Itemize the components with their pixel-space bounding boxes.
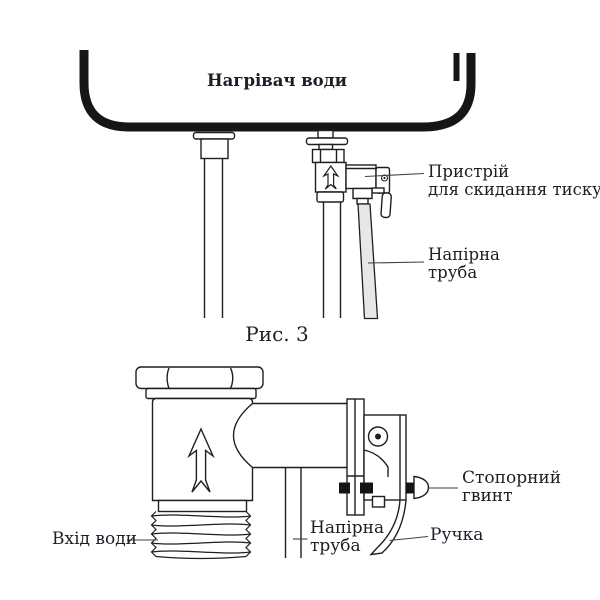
relief-valve-assembly <box>305 129 392 320</box>
bracket-tab <box>371 495 386 508</box>
leader-relief-device <box>364 172 425 178</box>
figure-caption: Рис. 3 <box>245 322 309 346</box>
screw-shaft-segment <box>360 482 373 494</box>
leader-pressure-pipe-top <box>367 261 425 264</box>
thread-bottom <box>155 555 247 560</box>
valve-detail-figure <box>135 366 430 560</box>
pressure-pipe-top-line1: Напірна <box>428 245 500 264</box>
stop-screw-label-line2: гвинт <box>462 486 513 506</box>
stop-screw-label-line1: Стопорний <box>462 468 562 488</box>
relief-device-label: Пристрій для скидання тиску <box>428 163 600 199</box>
hex-facet-lines <box>319 149 338 163</box>
flow-arrow-icon <box>322 164 340 190</box>
flange-detail-lines <box>347 399 364 515</box>
valve-neck-lower <box>318 143 334 151</box>
valve-flange <box>305 137 349 146</box>
relief-lever <box>380 192 392 219</box>
male-thread <box>150 511 252 560</box>
relief-device-label-line1: Пристрій <box>428 162 510 181</box>
drain-fitting-lower <box>356 197 369 205</box>
pressure-pipe-label-bottom: Напірна труба <box>310 518 385 556</box>
outlet-coupling-nut <box>316 191 345 203</box>
lever-connector <box>371 187 385 194</box>
water-inlet-label: Вхід води <box>52 529 137 549</box>
handle-label: Ручка <box>430 525 484 545</box>
hex-nut-top <box>135 366 264 390</box>
flow-arrow-large-icon <box>187 427 215 493</box>
outlet-pipe-fill <box>253 404 347 467</box>
pressure-drain-pipe <box>357 203 379 320</box>
pivot-center <box>375 433 381 440</box>
thread-shoulder <box>157 499 248 513</box>
screw-head <box>413 475 430 500</box>
drain-fitting-upper <box>352 187 373 200</box>
water-heater-tank <box>79 50 476 132</box>
hex-nut-facets <box>166 367 234 389</box>
inlet-pipe-assembly <box>192 131 236 318</box>
stop-screw-label: Стопорний гвинт <box>462 469 561 505</box>
valve-hex-nut <box>311 148 345 164</box>
pressure-pipe-bottom-line1: Напірна <box>310 518 385 538</box>
drain-pipe-walls <box>284 468 302 558</box>
valve-neck-upper <box>317 129 334 139</box>
inlet-fitting <box>200 138 229 160</box>
leader-handle <box>389 535 429 542</box>
thread-ridges <box>151 514 251 554</box>
screw-shaft-segment <box>406 482 414 494</box>
pressure-pipe-bottom-line2: труба <box>310 535 361 556</box>
bracket-screw-center <box>383 176 386 180</box>
inlet-flange <box>192 131 236 140</box>
pressure-pipe-top-line2: труба <box>428 263 478 282</box>
handle-cam-curve <box>363 449 389 477</box>
valve-collar <box>145 387 257 400</box>
pressure-pipe-label-top: Напірна труба <box>428 246 500 282</box>
tank-outline <box>79 50 476 132</box>
outlet-pipe-edges <box>252 402 347 469</box>
relief-device-label-line2: для скидання тиску <box>428 180 600 199</box>
handle-hook <box>369 499 407 556</box>
heater-title: Нагрівач води <box>207 71 347 90</box>
screw-shaft-segment <box>339 482 350 494</box>
